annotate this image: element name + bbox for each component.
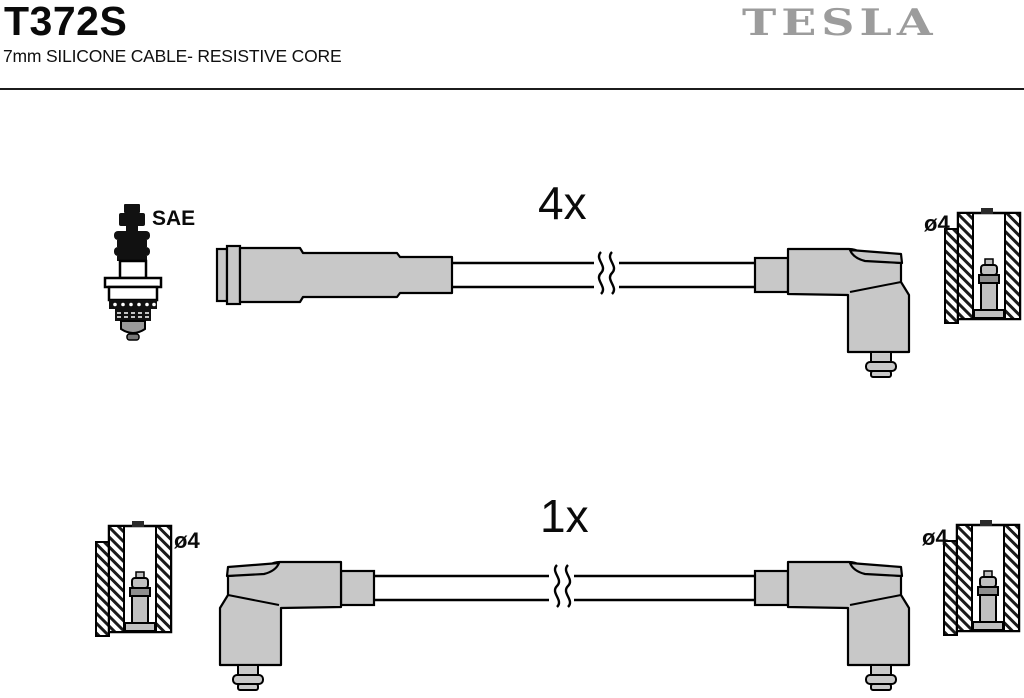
- angled-boot: [753, 247, 911, 379]
- angled-boot: [218, 560, 376, 692]
- spark-plug-icon: [103, 204, 163, 341]
- cable-break-icon: [549, 564, 574, 608]
- cable-row-4x: 4x: [103, 177, 1022, 379]
- socket-terminal-icon: [943, 206, 1022, 325]
- quantity-label: 1x: [540, 490, 589, 542]
- straight-boot: [215, 244, 454, 306]
- angled-boot: [753, 560, 911, 692]
- cable-break-icon: [594, 251, 619, 295]
- subtitle: 7mm SILICONE CABLE- RESISTIVE CORE: [3, 46, 342, 66]
- brand-logo: TESLA: [742, 0, 938, 45]
- socket-terminal-icon: [94, 519, 173, 638]
- sae-terminal-label: SAE: [152, 207, 195, 230]
- socket-terminal-icon: [942, 518, 1021, 637]
- quantity-label: 4x: [538, 177, 587, 229]
- cable-row-1x: 1x ø4 ø4: [94, 490, 1021, 692]
- part-number: T372S: [4, 0, 128, 44]
- diameter-label: ø4: [174, 528, 200, 553]
- header-divider: [0, 88, 1024, 90]
- diameter-label: ø4: [924, 211, 950, 236]
- diameter-label: ø4: [922, 525, 948, 550]
